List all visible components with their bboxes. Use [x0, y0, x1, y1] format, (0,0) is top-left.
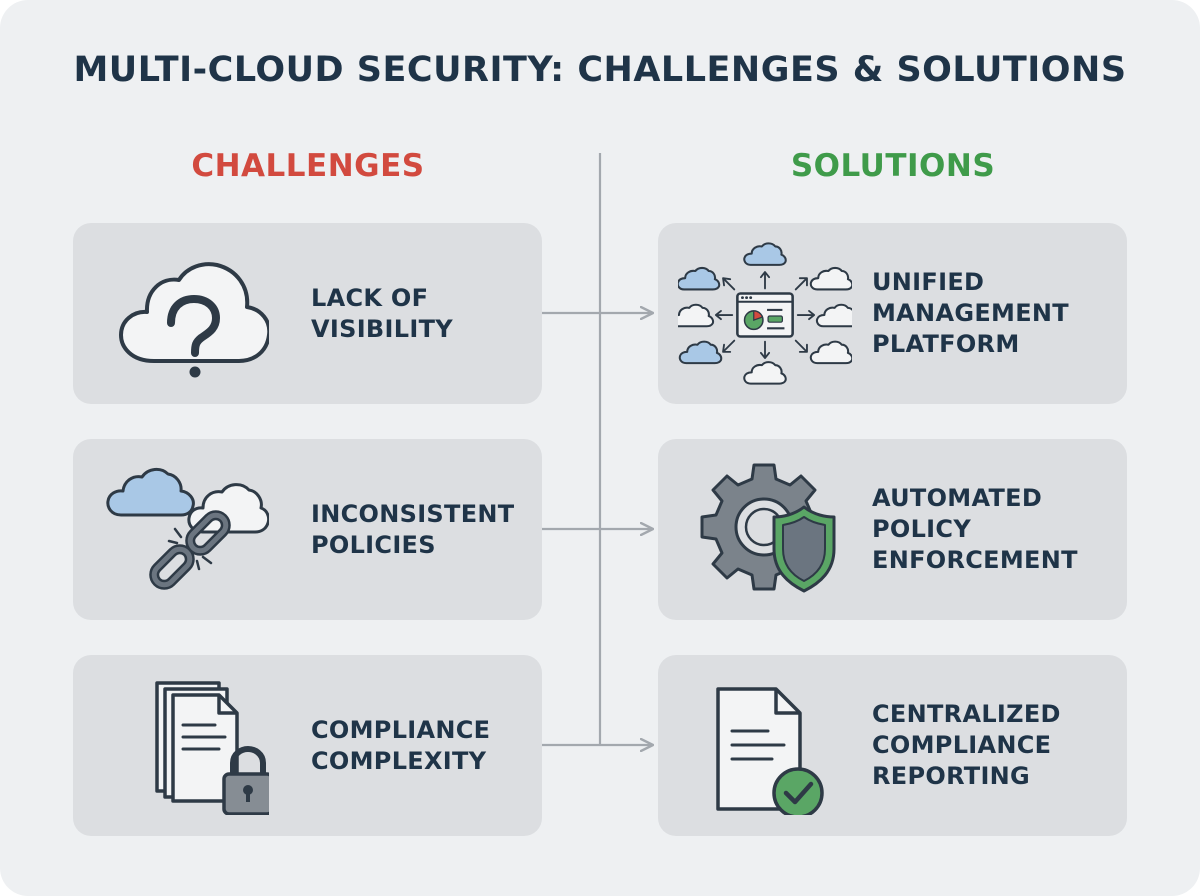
challenge-label: COMPLIANCE COMPLEXITY — [311, 715, 491, 775]
broken-chain-clouds-icon — [106, 468, 269, 590]
solution-label: CENTRALIZED COMPLIANCE REPORTING — [872, 700, 1061, 790]
dashboard-clouds-icon — [678, 242, 852, 385]
documents-lock-icon — [155, 681, 269, 815]
challenge-card-policies: INCONSISTENT POLICIES — [73, 439, 542, 620]
solution-label: UNIFIED MANAGEMENT PLATFORM — [872, 268, 1069, 358]
solution-label: AUTOMATED POLICY ENFORCEMENT — [872, 484, 1078, 574]
gear-shield-icon — [700, 463, 836, 593]
document-check-icon — [716, 687, 824, 815]
challenges-heading: CHALLENGES — [191, 148, 425, 184]
challenge-card-compliance: COMPLIANCE COMPLEXITY — [73, 655, 542, 836]
challenge-card-visibility: LACK OF VISIBILITY — [73, 223, 542, 404]
solution-card-policy-enforcement: AUTOMATED POLICY ENFORCEMENT — [658, 439, 1127, 620]
challenge-label: LACK OF VISIBILITY — [311, 283, 453, 343]
challenge-label: INCONSISTENT POLICIES — [311, 499, 515, 559]
cloud-question-icon — [119, 262, 269, 378]
solution-card-compliance-reporting: CENTRALIZED COMPLIANCE REPORTING — [658, 655, 1127, 836]
solution-card-unified-platform: UNIFIED MANAGEMENT PLATFORM — [658, 223, 1127, 404]
page-title: MULTI-CLOUD SECURITY: CHALLENGES & SOLUT… — [73, 50, 1127, 90]
solutions-heading: SOLUTIONS — [790, 148, 996, 184]
